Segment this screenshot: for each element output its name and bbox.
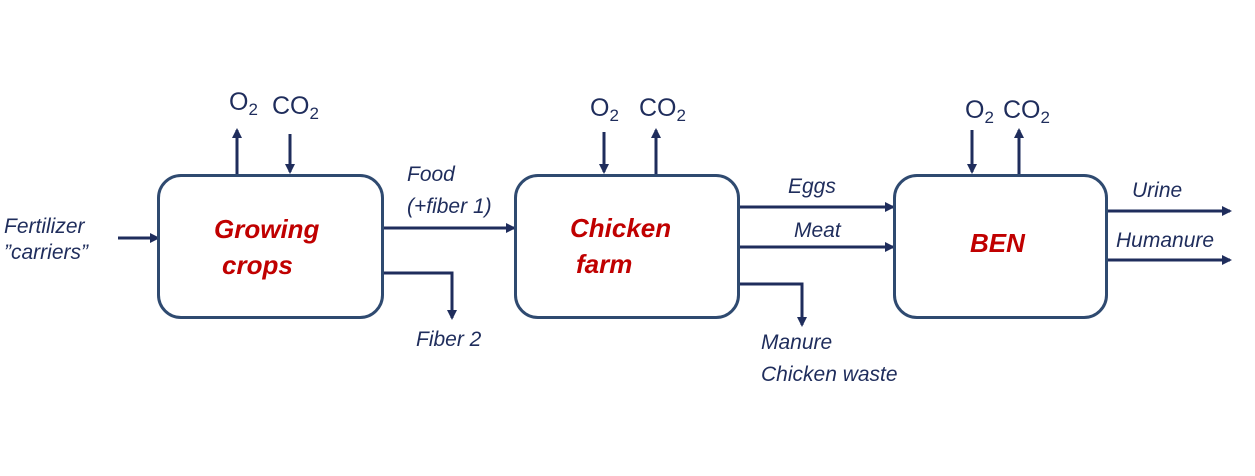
ben-co2-label: CO2 (1003, 96, 1050, 128)
chicken-farm-box (514, 174, 740, 319)
crops-co2-label: CO2 (272, 92, 319, 124)
food-label-line1: Food (407, 163, 455, 186)
co2-subscript: 2 (309, 104, 319, 123)
manure-arrow (740, 282, 807, 327)
growing-crops-title-line1: Growing (214, 214, 320, 244)
fertilizer-label-line1: Fertilizer (4, 215, 85, 238)
fertilizer-label-line2: ”carriers” (4, 241, 88, 265)
o2-subscript: 2 (609, 106, 619, 125)
co2-symbol: CO (1003, 96, 1041, 124)
meat-label: Meat (794, 219, 841, 242)
co2-subscript: 2 (1040, 108, 1050, 127)
growing-crops-title: Growing crops (214, 211, 319, 284)
chicken-farm-title-line1: Chicken (570, 213, 672, 243)
co2-symbol: CO (272, 92, 310, 120)
o2-symbol: O (965, 96, 985, 124)
chicken-farm-title-line2: farm (576, 249, 633, 280)
o2-subscript: 2 (248, 100, 258, 119)
chicken-co2-label: CO2 (639, 94, 686, 126)
o2-symbol: O (590, 94, 610, 122)
manure-label-line1: Manure (761, 331, 833, 354)
fertilizer-label: Fertilizer ”carriers” (4, 214, 88, 267)
crops-o2-label: O2 (229, 88, 258, 120)
ben-title: BEN (970, 228, 1025, 258)
eggs-label: Eggs (788, 175, 836, 198)
ben-box (893, 174, 1108, 319)
food-label-line2: (+fiber 1) (407, 195, 492, 219)
ben-o2-label: O2 (965, 96, 994, 128)
fiber2-label: Fiber 2 (416, 328, 482, 351)
co2-subscript: 2 (676, 106, 686, 125)
chicken-farm-title: Chicken farm (570, 210, 671, 283)
manure-label: Manure Chicken waste (761, 330, 898, 389)
urine-label: Urine (1132, 179, 1183, 202)
humanure-label: Humanure (1116, 229, 1215, 252)
chicken-o2-label: O2 (590, 94, 619, 126)
fiber2-arrow (384, 271, 457, 320)
growing-crops-title-line2: crops (222, 250, 293, 281)
growing-crops-box (157, 174, 384, 319)
co2-symbol: CO (639, 94, 677, 122)
o2-symbol: O (229, 88, 249, 116)
food-label: Food (+fiber 1) (407, 162, 492, 221)
o2-subscript: 2 (984, 108, 994, 127)
manure-label-line2: Chicken waste (761, 363, 898, 387)
